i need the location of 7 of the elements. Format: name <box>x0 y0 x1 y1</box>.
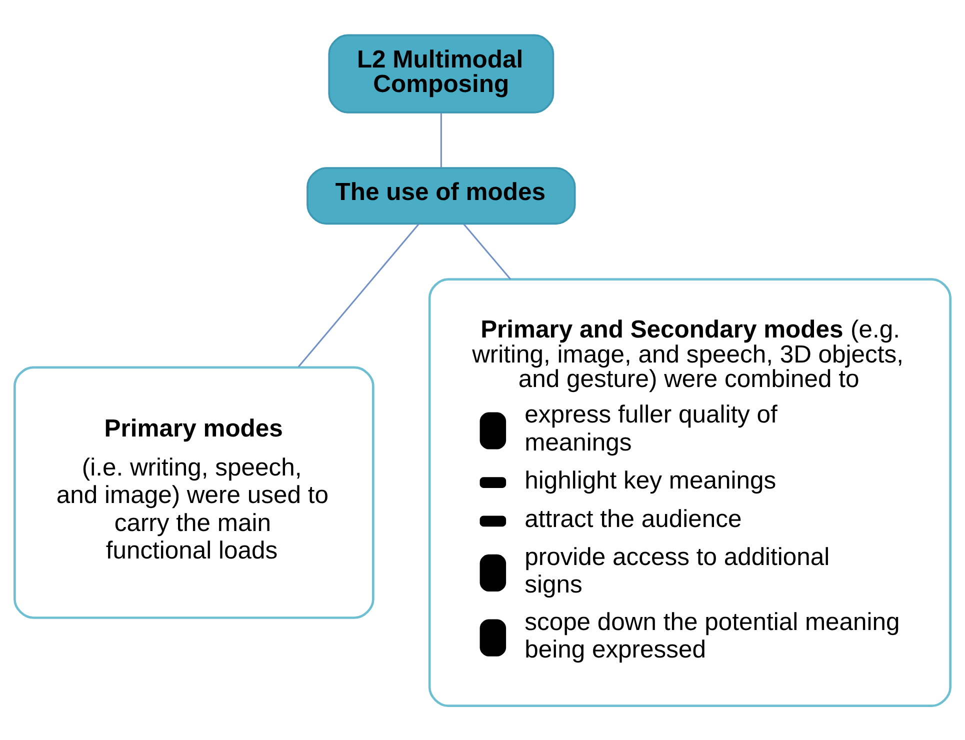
node-box: The use of modes <box>306 166 576 224</box>
connector <box>463 223 512 280</box>
node-box: Primary modes (i.e. writing, speech, and image) were used to carry the main functional loads <box>14 366 374 618</box>
node-box: Primary and Secondary modes (e.g. writing, image, and speech, 3D objects, and gesture) were combined to express fuller quality of meanings highlight key meanings attract the audience provide access to additional signs scope down the potential meaning being expressed <box>428 278 952 706</box>
connector <box>440 112 442 167</box>
connector <box>298 223 420 367</box>
node-box: L2 Multimodal Composing <box>328 34 554 113</box>
